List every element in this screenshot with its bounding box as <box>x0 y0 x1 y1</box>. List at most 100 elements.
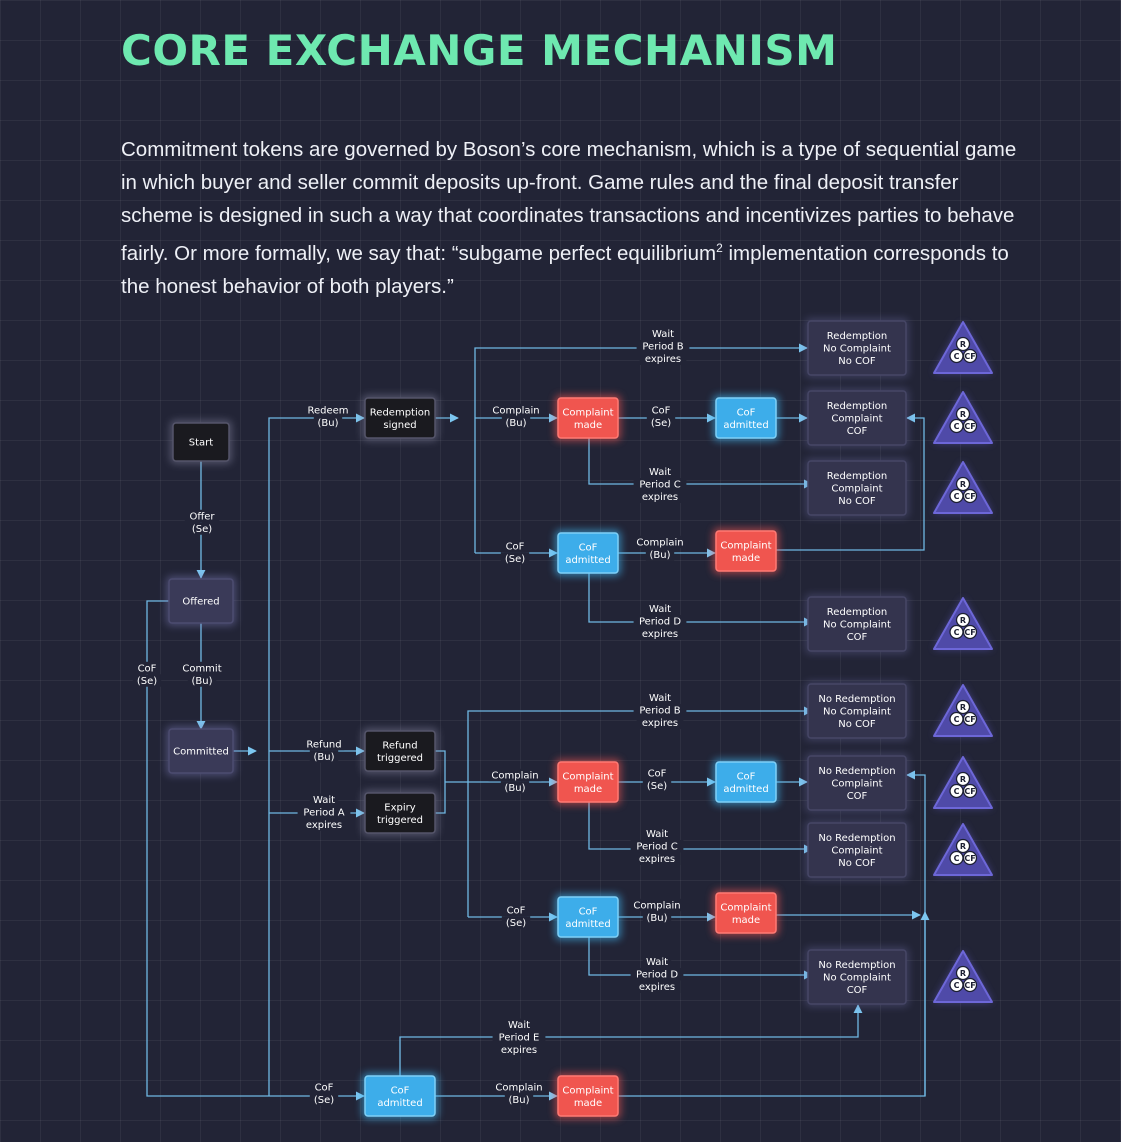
edge-label-text: expires <box>306 820 342 831</box>
node-label: No Complaint <box>823 707 891 718</box>
node-label: Redemption <box>370 407 430 418</box>
label-backdrop <box>645 465 675 478</box>
node-label: made <box>574 420 602 431</box>
label-backdrop <box>500 781 530 794</box>
label-backdrop <box>135 661 159 675</box>
edge-label-text: expires <box>501 1045 537 1056</box>
edge-label-text: expires <box>642 629 678 640</box>
edge-label-n_complain: Complain(Bu) <box>488 768 542 794</box>
edge-label-text: Period A <box>303 808 344 819</box>
edge-label-text: (Se) <box>137 676 157 687</box>
badge-letter: CF <box>964 628 975 637</box>
node-box <box>557 1075 619 1117</box>
edge-label-text: CoF <box>138 663 157 674</box>
edge-label-text: expires <box>639 982 675 993</box>
badge-letter: C <box>954 492 960 501</box>
edge-label-text: expires <box>642 718 678 729</box>
label-backdrop <box>309 750 339 763</box>
label-backdrop <box>636 627 684 640</box>
node-label: No Complaint <box>823 344 891 355</box>
edge-label-text: (Bu) <box>504 783 525 794</box>
edge-label-r_complain: Complain(Bu) <box>489 403 543 429</box>
node-label: COF <box>847 791 868 802</box>
badge-letter: CF <box>964 981 975 990</box>
badge-letter: R <box>960 340 966 349</box>
edge-label-refund: Refund(Bu) <box>303 737 345 763</box>
badge-letter: R <box>960 616 966 625</box>
node-box <box>807 320 907 376</box>
node-label: CoF <box>391 1085 410 1096</box>
badge-circle <box>955 838 971 854</box>
node-label: admitted <box>723 784 768 795</box>
flow-edge <box>588 802 813 854</box>
edge-label-text: Complain <box>633 900 680 911</box>
edge-label-text: CoF <box>315 1082 334 1093</box>
badge-circle <box>955 699 971 715</box>
label-backdrop <box>312 1080 336 1094</box>
flow-edge <box>588 438 813 489</box>
badge-circle <box>962 624 978 640</box>
label-backdrop <box>184 509 220 523</box>
edge-label-text: (Se) <box>651 418 671 429</box>
node-label: admitted <box>377 1098 422 1109</box>
node-box <box>557 761 619 803</box>
badge-letter: CF <box>964 787 975 796</box>
edge-label-text: Commit <box>182 663 221 674</box>
node-label: Complaint <box>562 771 613 782</box>
node-box <box>364 1075 436 1117</box>
badge-letter: C <box>954 422 960 431</box>
badge-letter: C <box>954 854 960 863</box>
badge-circle <box>962 850 978 866</box>
edge-label-n_cof_se: CoF(Se) <box>642 766 672 792</box>
node-label: Complaint <box>831 779 882 790</box>
label-backdrop <box>504 903 528 917</box>
label-backdrop <box>646 416 676 429</box>
edge-label-text: (Bu) <box>646 913 667 924</box>
node-box <box>807 683 907 739</box>
label-backdrop <box>633 704 687 717</box>
edge-label-text: Period B <box>642 342 683 353</box>
label-backdrop <box>648 327 678 340</box>
node-label: No Redemption <box>818 766 895 777</box>
label-backdrop <box>636 490 684 503</box>
edge-label-text: Wait <box>652 329 674 340</box>
node-label: Start <box>189 438 214 449</box>
edge-labels: Offer(Se)Commit(Bu)CoF(Se)Redeem(Bu)Refu… <box>132 327 690 1106</box>
edge-label-text: (Se) <box>192 524 212 535</box>
edge-label-text: Wait <box>508 1020 530 1031</box>
badge-letter: C <box>954 981 960 990</box>
node-label: Complaint <box>831 414 882 425</box>
footnote-marker: 2 <box>716 241 723 255</box>
node-label: COF <box>847 985 868 996</box>
label-backdrop <box>642 779 672 792</box>
node-label: No COF <box>838 356 876 367</box>
node-label: admitted <box>565 919 610 930</box>
node-label: Refund <box>382 740 417 751</box>
label-backdrop <box>492 1031 546 1044</box>
node-label: No Redemption <box>818 694 895 705</box>
node-label: admitted <box>723 420 768 431</box>
page-title: CORE EXCHANGE MECHANISM <box>121 26 838 75</box>
node-c_cof_admitted: CoF admitted <box>362 1073 438 1119</box>
node-label: Redemption <box>827 401 887 412</box>
badge-circle <box>955 406 971 422</box>
edge-label-text: Wait <box>649 467 671 478</box>
label-backdrop <box>300 818 348 831</box>
badge-letter: CF <box>964 492 975 501</box>
